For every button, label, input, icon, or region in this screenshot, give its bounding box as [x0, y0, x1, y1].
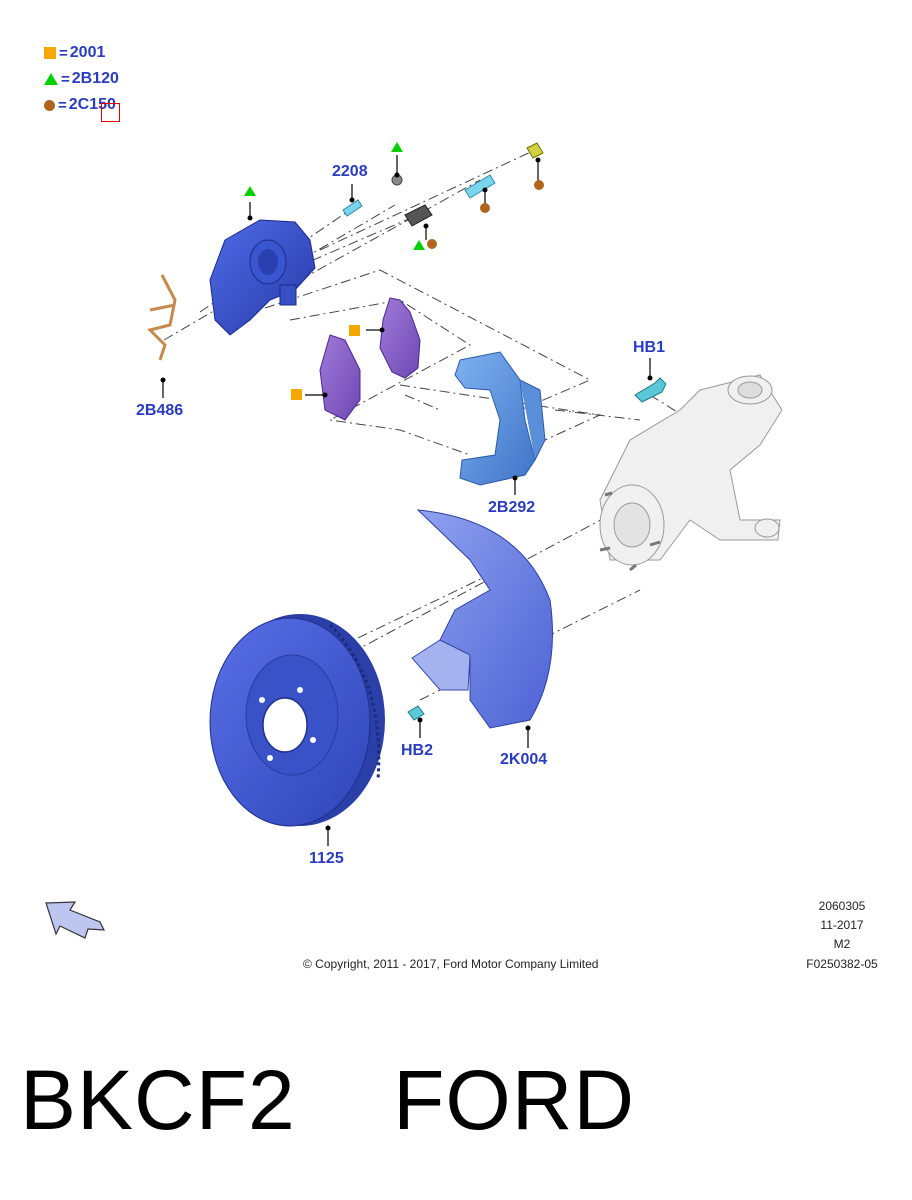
brake-disc-1125: [209, 614, 385, 827]
brown-circle-icon: [44, 99, 55, 111]
callout-2K004[interactable]: 2K004: [500, 751, 548, 768]
guide-bushing: [404, 204, 433, 227]
legend-equals: =: [61, 70, 70, 88]
caliper-bracket-2B292: [454, 351, 546, 486]
green-triangle-icon: [44, 73, 58, 85]
exploded-brake-diagram: [45, 142, 783, 939]
diagram-revision: M2: [833, 937, 851, 951]
orange-square-icon: [291, 389, 302, 400]
callout-HB2[interactable]: HB2: [401, 742, 434, 759]
brake-pad-outer: [319, 334, 361, 421]
diagram-date: 11-2017: [820, 918, 864, 932]
green-triangle-icon: [391, 142, 403, 152]
brown-circle-icon: [480, 203, 490, 213]
legend-row-2001: = 2001: [44, 43, 105, 63]
legend-equals: =: [59, 44, 68, 62]
green-triangle-icon: [244, 186, 256, 196]
callout-HB1[interactable]: HB1: [633, 339, 666, 356]
steering-knuckle: [599, 374, 783, 572]
leader-dots: [160, 157, 653, 831]
guide-pin-long: [464, 174, 496, 199]
brake-caliper: [209, 219, 316, 336]
brown-circle-icon: [534, 180, 544, 190]
guide-pin-2208: [342, 199, 363, 217]
green-triangle-icon: [413, 240, 425, 250]
anti-rattle-spring-2B486: [147, 274, 177, 361]
callout-2B292[interactable]: 2B292: [488, 499, 536, 516]
copyright-notice: © Copyright, 2011 - 2017, Ford Motor Com…: [303, 957, 599, 971]
legend-code: 2001: [69, 44, 106, 61]
brake-pad-inner: [379, 297, 421, 379]
highlight-box: [101, 103, 120, 122]
bolt-HB2: [407, 705, 425, 721]
legend-equals: =: [58, 96, 67, 114]
callout-2B486[interactable]: 2B486: [136, 402, 184, 419]
bolt-HB1: [634, 377, 667, 403]
legend-code: 2B120: [71, 70, 119, 87]
diagram-code: 2060305: [818, 899, 866, 913]
direction-arrow-icon: [45, 901, 106, 939]
orange-square-icon: [44, 47, 56, 59]
diagram-reference: F0250382-05: [806, 957, 878, 971]
legend-code: 2C150: [68, 96, 116, 113]
dust-cap: [526, 142, 544, 159]
material-symbols: [244, 142, 544, 400]
callout-2208[interactable]: 2208: [332, 163, 368, 180]
orange-square-icon: [349, 325, 360, 336]
brown-circle-icon: [427, 239, 437, 249]
legend-row-2B120: = 2B120: [44, 69, 119, 89]
leader-lines: [162, 155, 651, 846]
callout-1125[interactable]: 1125: [309, 850, 344, 867]
caption-title: BKCF2 FORD: [20, 1053, 636, 1147]
legend-row-2C150: = 2C150: [44, 95, 116, 115]
dust-shield-2K004: [411, 509, 553, 729]
